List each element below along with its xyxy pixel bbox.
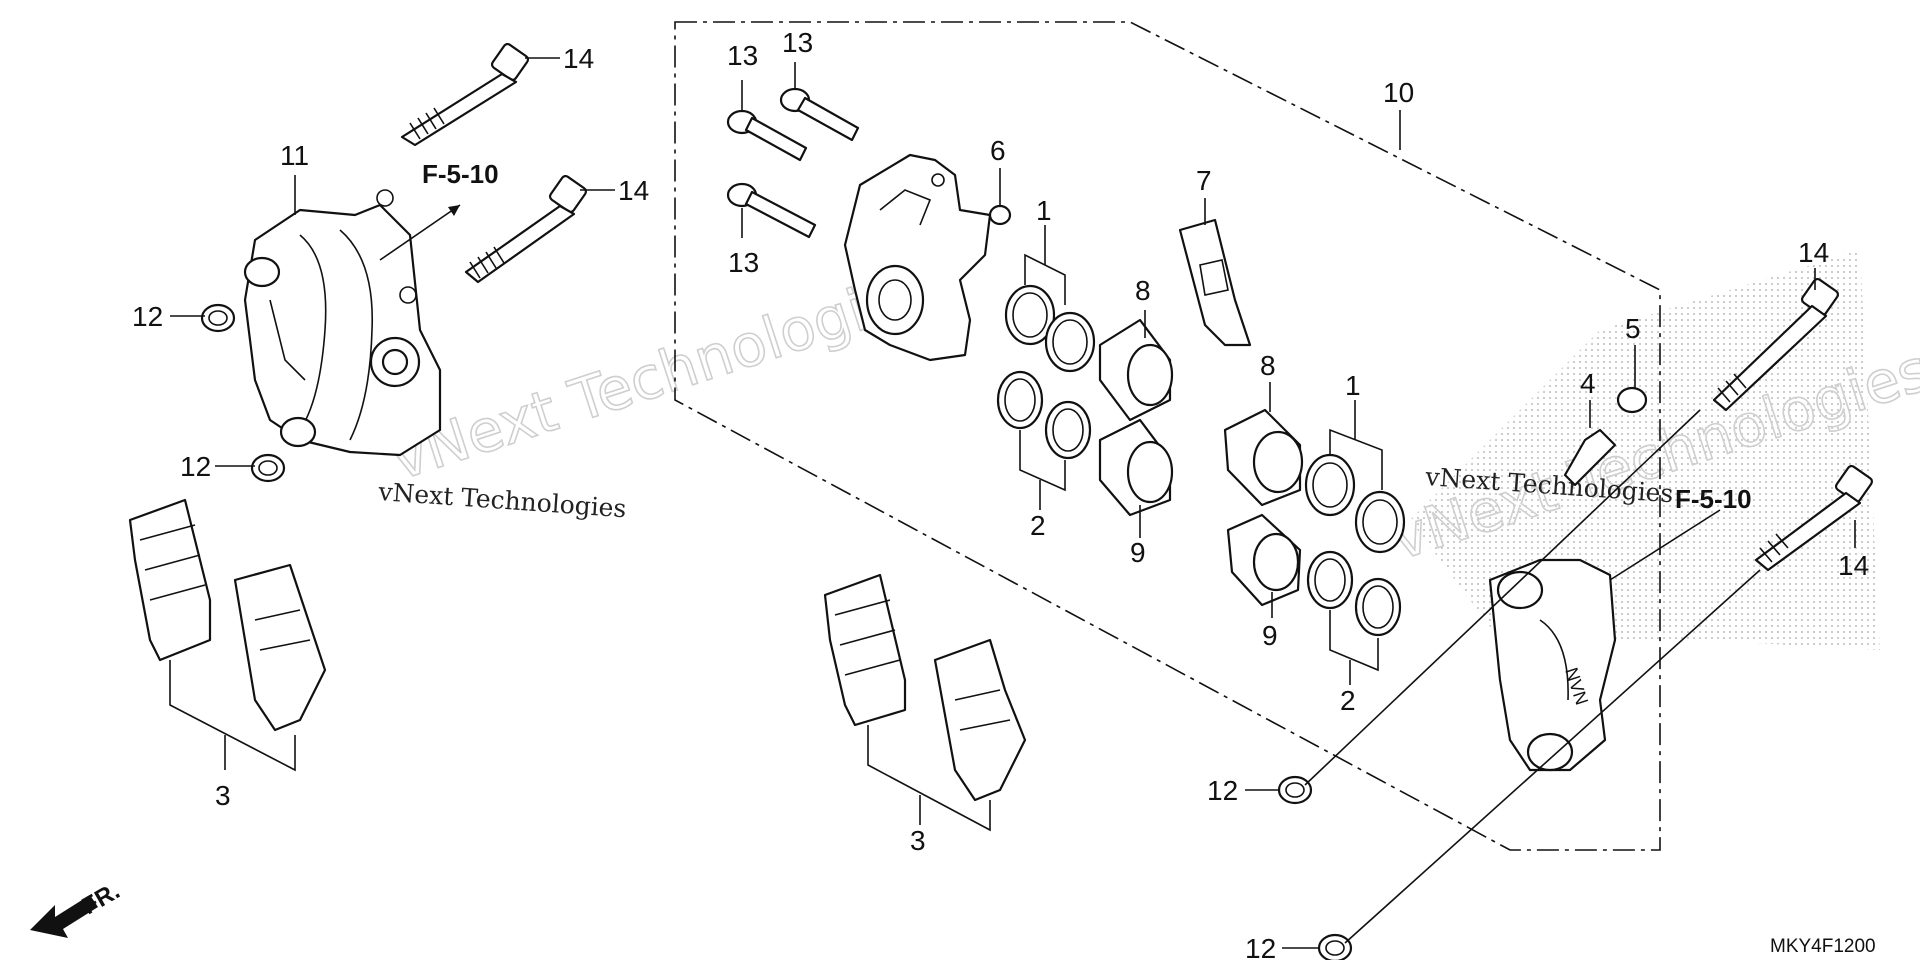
reference-right: F-5-10 (1675, 484, 1752, 514)
bolt-14b (464, 174, 588, 284)
front-direction-arrow: FR. (30, 877, 124, 938)
callout-6: 6 (990, 135, 1006, 166)
bolt-14c (1712, 277, 1840, 412)
right-caliper: NVN (1488, 558, 1617, 772)
diagram-code: MKY4F1200 (1770, 936, 1876, 957)
bleeder-4 (1563, 428, 1617, 487)
callout-12-c: 12 (1207, 775, 1238, 806)
seal-12a (200, 303, 236, 333)
leader-lines (169, 57, 1856, 949)
callout-13-a: 13 (727, 40, 758, 71)
seal-12d (1317, 933, 1353, 960)
callout-14-c: 14 (1798, 237, 1829, 268)
bolt-14a (400, 42, 530, 147)
callout-12-d: 12 (1245, 933, 1276, 960)
seals-lower (1304, 453, 1406, 637)
callout-13-b: 13 (782, 27, 813, 58)
bolt-13b (779, 87, 860, 142)
watermark-small-left: vNext Technologies (377, 477, 628, 523)
clip-7 (1178, 218, 1252, 347)
seal-12b (250, 453, 286, 483)
callout-3-a: 3 (215, 780, 231, 811)
callout-8-a: 8 (1135, 275, 1151, 306)
callout-5: 5 (1625, 313, 1641, 344)
callout-1-a: 1 (1036, 195, 1052, 226)
seals-upper (996, 284, 1096, 460)
callout-14-b: 14 (618, 175, 649, 206)
callout-14-d: 14 (1838, 550, 1869, 581)
callout-labels: 14 14 11 12 12 3 13 13 13 6 1 2 8 9 7 10… (132, 27, 1869, 960)
callout-12-b: 12 (180, 451, 211, 482)
callout-1-b: 1 (1345, 370, 1361, 401)
callout-3-b: 3 (910, 825, 926, 856)
callout-12-a: 12 (132, 301, 163, 332)
callout-10: 10 (1383, 77, 1414, 108)
callout-8-b: 8 (1260, 350, 1276, 381)
nut-6 (988, 204, 1012, 226)
center-caliper-body (843, 153, 992, 362)
callout-14-a: 14 (563, 43, 594, 74)
reference-left: F-5-10 (422, 159, 499, 189)
bolt-13a (726, 109, 808, 162)
pistons-lower (1223, 408, 1304, 607)
callout-9-a: 9 (1130, 537, 1146, 568)
bolt-13c (726, 182, 817, 239)
assembly-outline (674, 21, 1661, 851)
callout-9-b: 9 (1262, 620, 1278, 651)
cap-5 (1616, 386, 1648, 414)
callout-11: 11 (280, 140, 309, 171)
callout-4: 4 (1580, 368, 1596, 399)
center-brake-pads (823, 573, 1027, 802)
callout-2-b: 2 (1340, 685, 1356, 716)
bolt-14d (1754, 464, 1874, 572)
pistons-upper (1098, 318, 1174, 517)
callout-2-a: 2 (1030, 510, 1046, 541)
seal-12c (1277, 775, 1313, 805)
callout-13-c: 13 (728, 247, 759, 278)
left-caliper (243, 189, 442, 457)
callout-7: 7 (1196, 165, 1212, 196)
left-brake-pads (128, 498, 327, 732)
